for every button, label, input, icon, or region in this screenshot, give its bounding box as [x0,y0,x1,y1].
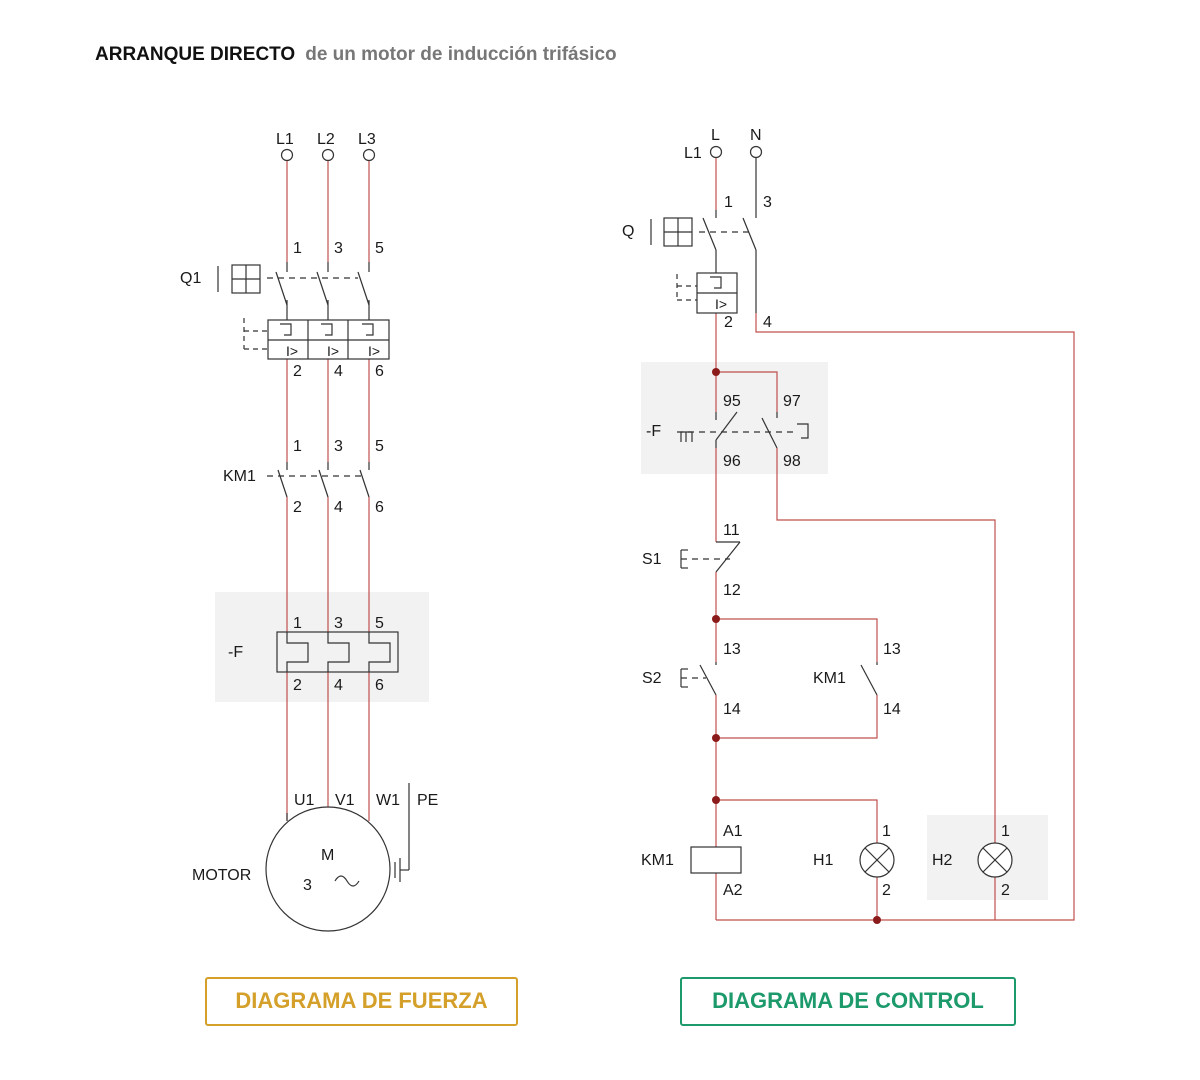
control-wires [715,158,1075,921]
km1-bottom-6: 6 [375,499,384,516]
q1-top-3: 3 [334,240,343,257]
h2-t1: 1 [1001,823,1010,840]
motor-phases: 3 [303,877,312,894]
supply-label-l1: L1 [276,131,294,148]
q1-bottom-4: 4 [334,363,343,380]
control-labels: L N L1 Q 1 3 I> 2 4 -F 95 97 96 98 S1 11… [622,127,1010,899]
control-diagram [650,145,1075,924]
motor-label: MOTOR [192,867,251,884]
km1-aux-14: 14 [883,701,901,718]
motor [265,783,410,932]
motor-pe: PE [417,792,438,809]
supply-label-n: N [750,127,762,144]
motor-m: M [321,847,334,864]
q-t4: 4 [763,314,772,331]
power-wires [286,161,370,821]
cf-95: 95 [723,393,741,410]
h1-lamp [859,842,895,878]
coil-label: KM1 [641,852,674,869]
cf-97: 97 [783,393,801,410]
coil-a2: A2 [723,882,743,899]
f-top-3: 3 [334,615,343,632]
q-t1: 1 [724,194,733,211]
control-supply [709,145,763,210]
q-trip: I> [715,296,727,312]
s2-14: 14 [723,701,741,718]
s1-label: S1 [642,551,662,568]
q1-trip-2: I> [327,343,339,359]
km1-coil [690,846,742,874]
km1-aux-13: 13 [883,641,901,658]
q-t3: 3 [763,194,772,211]
cf-98: 98 [783,453,801,470]
q-t2: 2 [724,314,733,331]
page-title: ARRANQUE DIRECTO de un motor de inducción… [95,44,617,66]
km1-top-3: 3 [334,438,343,455]
power-overload-highlight [215,592,429,702]
supply-label-l: L [711,127,720,144]
supply-label-l3: L3 [358,131,376,148]
control-overload-contacts [677,411,809,449]
km1-aux-label: KM1 [813,670,846,687]
cf-label: -F [646,423,661,440]
f-top-1: 1 [293,615,302,632]
h1-t1: 1 [882,823,891,840]
s1-stop-button [680,541,741,573]
f-bottom-4: 4 [334,677,343,694]
title-subtitle: de un motor de inducción trifásico [305,44,617,65]
f-bottom-2: 2 [293,677,302,694]
h2-lamp [977,842,1013,878]
q1-bottom-6: 6 [375,363,384,380]
s2-start-button [680,662,717,696]
diagrama-fuerza-button[interactable]: DIAGRAMA DE FUERZA [205,977,518,1026]
km1-bottom-4: 4 [334,499,343,516]
km1-contactor-main [267,462,370,498]
f-top-5: 5 [375,615,384,632]
motor-v1: V1 [335,792,355,809]
km1-label: KM1 [223,468,256,485]
h1-t2: 2 [882,882,891,899]
s2-label: S2 [642,670,662,687]
s1-11: 11 [723,522,740,539]
q1-trip-1: I> [286,343,298,359]
km1-top-5: 5 [375,438,384,455]
q1-label: Q1 [180,270,201,287]
cf-96: 96 [723,453,741,470]
title-bold: ARRANQUE DIRECTO [95,44,296,65]
f-label: -F [228,644,243,661]
power-overload-relay [276,631,399,673]
control-overload-highlight [641,362,828,474]
s1-12: 12 [723,582,741,599]
power-diagram [217,148,410,932]
q1-bottom-2: 2 [293,363,302,380]
km1-aux-contact [860,662,878,696]
km1-bottom-2: 2 [293,499,302,516]
supply-terminals [280,148,376,162]
h1-label: H1 [813,852,834,869]
motor-w1: W1 [376,792,400,809]
h2-t2: 2 [1001,882,1010,899]
km1-top-1: 1 [293,438,302,455]
supply-label-l1-ctrl: L1 [684,145,702,162]
q1-top-5: 5 [375,240,384,257]
q1-top-1: 1 [293,240,302,257]
f-bottom-6: 6 [375,677,384,694]
q1-trip-3: I> [368,343,380,359]
s2-13: 13 [723,641,741,658]
q1-breaker [217,262,390,360]
power-labels: L1 L2 L3 Q1 1 3 5 I> I> I> 2 4 6 KM1 1 3… [180,131,438,894]
h2-label: H2 [932,852,953,869]
supply-label-l2: L2 [317,131,335,148]
q-label: Q [622,223,634,240]
diagrama-control-button[interactable]: DIAGRAMA DE CONTROL [680,977,1016,1026]
q-breaker [650,210,757,314]
junction-nodes [712,368,881,924]
motor-u1: U1 [294,792,315,809]
coil-a1: A1 [723,823,743,840]
